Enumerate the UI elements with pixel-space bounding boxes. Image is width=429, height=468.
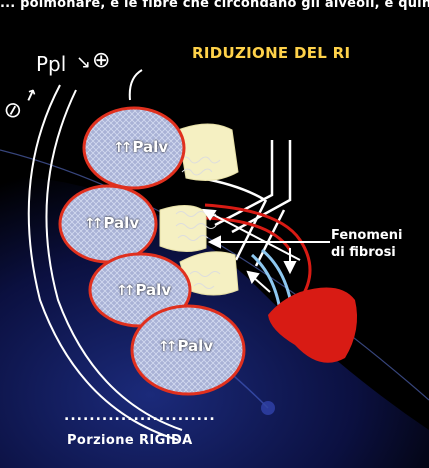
- fibrosis-annotation-line1: Fenomeni: [331, 227, 402, 244]
- alveolus-label: ↑↑Palv: [113, 138, 168, 156]
- alveolus-label: ↑↑Palv: [158, 337, 213, 355]
- slide-title: RIDUZIONE DEL RI: [192, 44, 350, 62]
- bottom-label: Porzione RIGIDA: [67, 433, 193, 448]
- dotted-rule: ........................: [64, 408, 216, 424]
- alveolus-pressure: Palv: [132, 138, 168, 156]
- up-arrows-icon: ↑↑: [84, 216, 99, 232]
- alveolus-pressure: Palv: [177, 337, 213, 355]
- alveolus-pressure: Palv: [135, 281, 171, 299]
- alveolus-label: ↑↑Palv: [116, 281, 171, 299]
- top-text-fragment: ... polmonare, e le fibre che circondano…: [0, 0, 429, 12]
- fibrosis-annotation-line2: di fibrosi: [331, 244, 402, 261]
- pleural-pressure-label: Ppl: [36, 52, 66, 76]
- arrow-down-right-icon: ↘: [76, 52, 91, 73]
- up-arrows-icon: ↑↑: [158, 339, 173, 355]
- up-arrows-icon: ↑↑: [113, 140, 128, 156]
- up-arrows-icon: ↑↑: [116, 283, 131, 299]
- alveolus-label: ↑↑Palv: [84, 214, 139, 232]
- fibrosis-annotation: Fenomeni di fibrosi: [331, 227, 402, 261]
- alveolus-pressure: Palv: [103, 214, 139, 232]
- plus-circle-icon: ⊕: [92, 48, 110, 73]
